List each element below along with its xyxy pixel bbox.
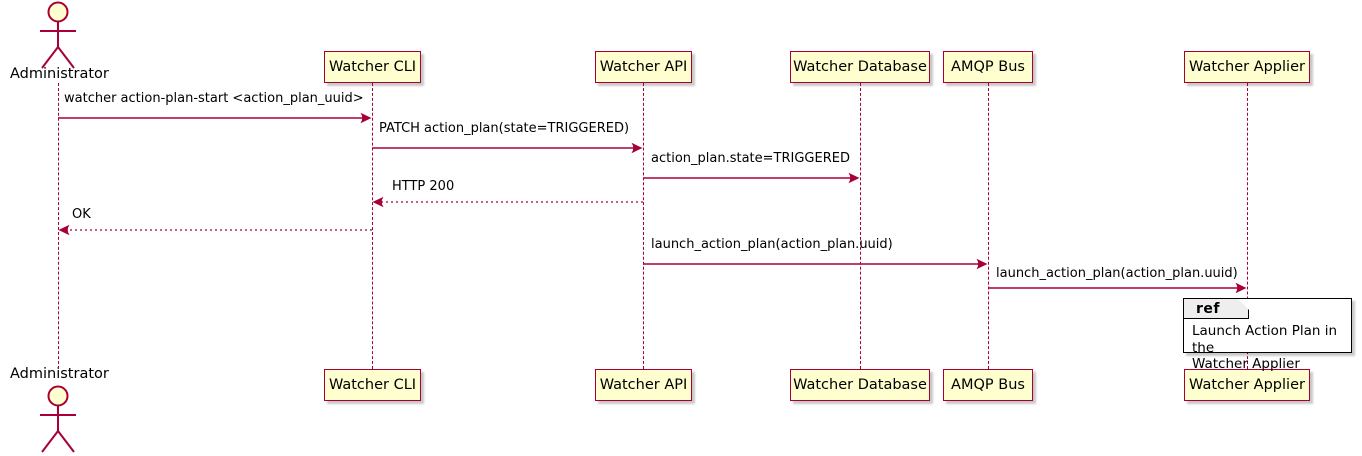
actor-figure-administrator [40, 1, 76, 69]
participant-box-bottom-amqp_bus[interactable]: AMQP Bus [943, 369, 1033, 401]
participant-box-top-watcher_cli[interactable]: Watcher CLI [324, 51, 421, 83]
participant-label-bottom-amqp_bus: AMQP Bus [951, 376, 1025, 393]
message-0 [58, 112, 372, 124]
participant-label-bottom-watcher_cli: Watcher CLI [328, 376, 417, 393]
participant-label-top-administrator: Administrator [10, 66, 109, 82]
participant-box-bottom-watcher_cli[interactable]: Watcher CLI [324, 369, 421, 401]
ref-fragment-line1: Launch Action Plan in the [1192, 323, 1338, 356]
participant-label-watcher_db: Watcher Database [793, 58, 927, 75]
ref-fragment-line2: Watcher Applier [1192, 356, 1300, 373]
message-label-5: launch_action_plan(action_plan.uuid) [651, 237, 893, 252]
participant-label-bottom-watcher_db: Watcher Database [793, 376, 927, 393]
participant-label-bottom-administrator: Administrator [10, 366, 109, 382]
message-label-4: OK [72, 207, 91, 222]
participant-label-bottom-watcher_applier: Watcher Applier [1189, 376, 1305, 393]
participant-label-watcher_cli: Watcher CLI [328, 58, 417, 75]
participant-box-bottom-watcher_db[interactable]: Watcher Database [790, 369, 930, 401]
lifeline-amqp_bus [988, 83, 989, 369]
participant-box-bottom-watcher_applier[interactable]: Watcher Applier [1184, 369, 1310, 401]
message-4 [58, 224, 372, 236]
lifeline-watcher_api [643, 83, 644, 369]
message-label-6: launch_action_plan(action_plan.uuid) [996, 266, 1238, 281]
message-1 [372, 142, 643, 154]
message-6 [988, 282, 1247, 294]
participant-box-top-amqp_bus[interactable]: AMQP Bus [943, 51, 1033, 83]
lifeline-watcher_applier [1247, 83, 1248, 369]
message-label-0: watcher action-plan-start <action_plan_u… [64, 91, 364, 106]
ref-fragment-operator: ref [1196, 300, 1220, 317]
participant-box-top-watcher_db[interactable]: Watcher Database [790, 51, 930, 83]
participant-label-bottom-watcher_api: Watcher API [599, 376, 688, 393]
message-3 [372, 196, 643, 208]
participant-box-top-watcher_api[interactable]: Watcher API [595, 51, 692, 83]
participant-box-bottom-watcher_api[interactable]: Watcher API [595, 369, 692, 401]
lifeline-watcher_cli [372, 83, 373, 369]
ref-fragment-tab: ref [1184, 299, 1249, 319]
actor-figure-bottom-administrator [40, 385, 76, 453]
lifeline-administrator [58, 83, 59, 369]
message-label-2: action_plan.state=TRIGGERED [651, 151, 850, 166]
message-2 [643, 172, 860, 184]
message-5 [643, 258, 988, 270]
message-label-1: PATCH action_plan(state=TRIGGERED) [379, 121, 630, 136]
participant-label-amqp_bus: AMQP Bus [951, 58, 1025, 75]
lifeline-watcher_db [860, 83, 861, 369]
participant-label-watcher_applier: Watcher Applier [1189, 58, 1305, 75]
participant-box-top-watcher_applier[interactable]: Watcher Applier [1184, 51, 1310, 83]
participant-label-watcher_api: Watcher API [599, 58, 688, 75]
message-label-3: HTTP 200 [392, 179, 455, 194]
